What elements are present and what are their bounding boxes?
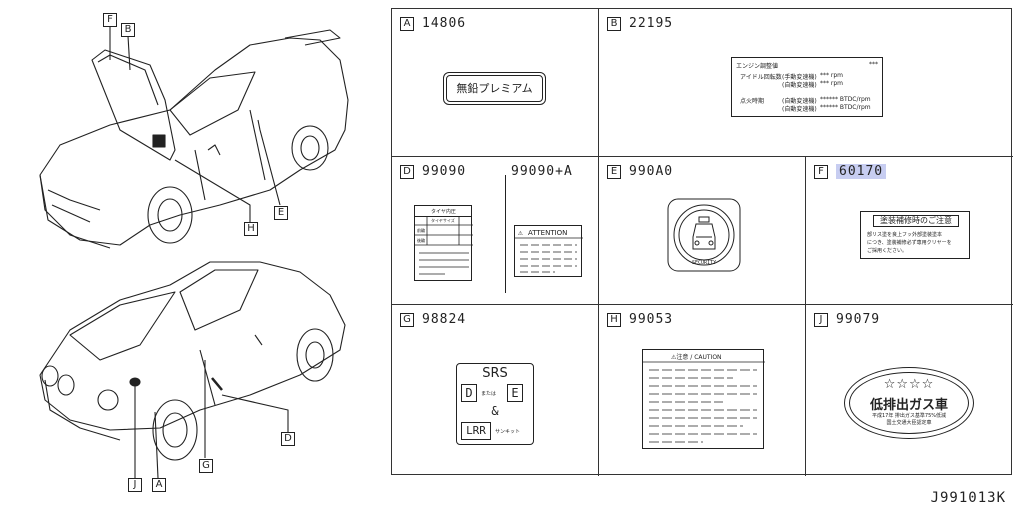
callout-f: F xyxy=(103,13,117,27)
attention-warning-icon: ⚠ xyxy=(518,228,523,237)
part-number-j: 99079 xyxy=(836,312,881,327)
part-number-d-alt: 99090+A xyxy=(511,164,573,179)
callout-b: B xyxy=(121,23,135,37)
parts-grid: A 14806 無鉛プレミアム B 22195 エンジン調整値 *** アイドル… xyxy=(391,8,1013,476)
cell-letter-f: F xyxy=(814,164,828,179)
car-diagram xyxy=(39,24,349,479)
srs-d-box: D xyxy=(461,384,477,402)
cell-letter-j: J xyxy=(814,312,828,327)
tire-col-header: タイヤサイズ xyxy=(431,218,455,223)
tire-row-front: 前輪 xyxy=(417,228,425,233)
engine-row-4-val: ****** BTDC/rpm xyxy=(820,104,871,111)
engine-row-3-cond: (自動変速機) xyxy=(782,98,817,105)
cell-letter-a: A xyxy=(400,16,414,31)
cell-letter-d: D xyxy=(400,164,414,179)
engine-row-2-val: *** rpm xyxy=(820,80,844,87)
cell-letter-e: E xyxy=(607,164,621,179)
car-rear-view xyxy=(39,261,346,479)
part-number-b: 22195 xyxy=(629,16,674,31)
paint-label-line-2: につき、塗装補修必ず専用クリヤーを xyxy=(867,240,952,246)
caution-title: ⚠注意 / CAUTION xyxy=(671,354,722,361)
engine-row-1-cond: (手動変速機) xyxy=(782,74,817,81)
attention-text: ATTENTION xyxy=(528,229,568,237)
low-emission-sub-1: 平成17年 排出ガス基準75%低減 xyxy=(871,413,947,419)
part-number-e: 990A0 xyxy=(629,164,674,179)
callout-h: H xyxy=(244,222,258,236)
label-low-emission: ☆☆☆☆ 低排出ガス車 平成17年 排出ガス基準75%低減 国土交通大臣認定車 xyxy=(844,367,974,439)
engine-row-4-cond: (自動変速機) xyxy=(782,106,817,113)
srs-e-box: E xyxy=(507,384,523,402)
paint-label-line-3: ご採用ください。 xyxy=(867,248,908,254)
part-number-f: 60170 xyxy=(836,164,887,179)
part-number-a: 14806 xyxy=(422,16,467,31)
car-front-view xyxy=(39,24,349,249)
cell-letter-g: G xyxy=(400,312,414,327)
low-emission-inner-ring xyxy=(849,372,969,434)
cell-j: J 99079 ☆☆☆☆ 低排出ガス車 平成17年 排出ガス基準75%低減 国土… xyxy=(806,305,1013,476)
cell-a: A 14806 無鉛プレミアム xyxy=(392,9,599,157)
label-caution: ⚠注意 / CAUTION xyxy=(642,349,765,449)
callout-j: J xyxy=(128,478,142,492)
caution-lines xyxy=(643,361,765,443)
paint-label-line-1: 部リス塗を良上フッ外部塗装塗本 xyxy=(867,232,943,238)
cell-f: F 60170 塗装補修時のご注意 部リス塗を良上フッ外部塗装塗本 につき、塗装… xyxy=(806,157,1013,305)
figure-code: J991013K xyxy=(930,490,1006,506)
attention-lines xyxy=(515,237,583,273)
cell-letter-b: B xyxy=(607,16,621,31)
tire-row-rear: 後輪 xyxy=(417,238,425,243)
tire-title: タイヤ内圧 xyxy=(431,209,456,215)
callout-d: D xyxy=(281,432,295,446)
label-paint-repair: 塗装補修時のご注意 部リス塗を良上フッ外部塗装塗本 につき、塗装補修必ず専用クリ… xyxy=(860,211,970,259)
srs-lrr-box: LRR xyxy=(461,422,491,440)
callout-e: E xyxy=(274,206,288,220)
srs-sankit-text: サンキット xyxy=(495,429,521,435)
srs-ampersand: & xyxy=(491,404,499,418)
label-premium-text: 無鉛プレミアム xyxy=(446,75,543,102)
tire-table-lines xyxy=(415,216,473,275)
label-attention: ⚠ ATTENTION xyxy=(514,225,583,277)
engine-row-2-cond: (自動変速機) xyxy=(782,82,817,89)
part-number-d: 99090 xyxy=(422,164,467,179)
cell-g: G 98824 SRS D または E & LRR サンキット xyxy=(392,305,599,476)
cell-h: H 99053 ⚠注意 / CAUTION xyxy=(599,305,806,476)
cell-b: B 22195 エンジン調整値 *** アイドル回転数 (手動変速機) *** … xyxy=(599,9,1013,157)
engine-row-1-key: アイドル回転数 xyxy=(740,74,782,81)
engine-label-stars: *** xyxy=(869,61,878,68)
label-engine-tuning: エンジン調整値 *** アイドル回転数 (手動変速機) *** rpm (自動変… xyxy=(731,57,883,117)
srs-title: SRS xyxy=(482,366,508,381)
cell-letter-h: H xyxy=(607,312,621,327)
security-badge xyxy=(667,198,741,272)
srs-or-text: または xyxy=(481,391,497,397)
engine-label-title: エンジン調整値 xyxy=(736,63,779,70)
low-emission-stars: ☆☆☆☆ xyxy=(883,377,935,392)
label-tire-pressure: タイヤ内圧 タイヤサイズ 前輪 後輪 xyxy=(414,205,473,281)
part-number-g: 98824 xyxy=(422,312,467,327)
paint-label-title: 塗装補修時のご注意 xyxy=(873,215,959,227)
engine-row-3-key: 点火時期 xyxy=(740,98,765,105)
callout-a: A xyxy=(152,478,166,492)
low-emission-main: 低排出ガス車 xyxy=(869,398,948,413)
cell-d: D 99090 99090+A タイヤ内圧 タイヤサイズ 前輪 後輪 xyxy=(392,157,599,305)
engine-row-1-val: *** rpm xyxy=(820,72,844,79)
split-divider xyxy=(505,175,506,293)
part-number-h: 99053 xyxy=(629,312,674,327)
cell-e: E 990A0 SECURITY xyxy=(599,157,806,305)
low-emission-sub-2: 国土交通大臣認定車 xyxy=(886,420,932,426)
callout-g: G xyxy=(199,459,213,473)
label-premium-unleaded: 無鉛プレミアム xyxy=(443,72,546,105)
tire-header-rule xyxy=(415,216,471,217)
security-text: SECURITY xyxy=(692,260,717,266)
label-srs: SRS D または E & LRR サンキット xyxy=(456,363,534,445)
engine-row-3-val: ****** BTDC/rpm xyxy=(820,96,871,103)
